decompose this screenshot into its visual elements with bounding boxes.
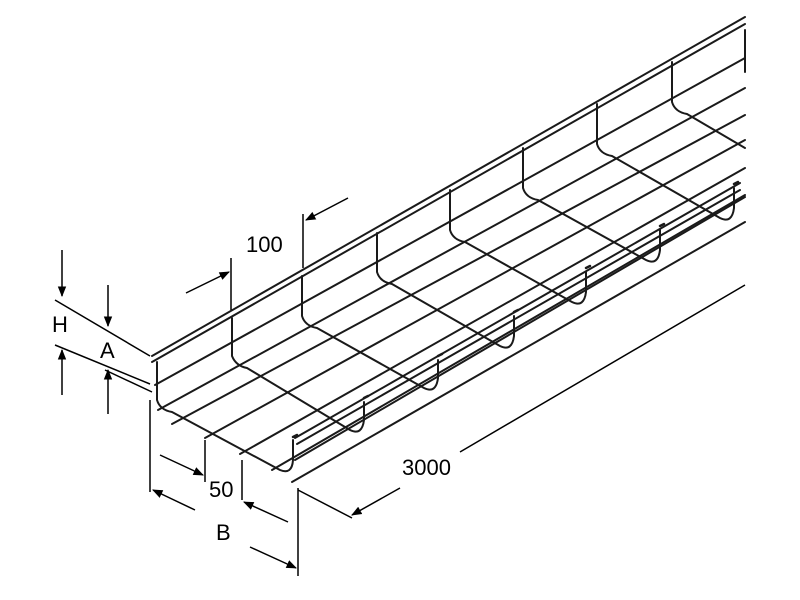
wire-end (436, 352, 444, 358)
top-rail-front-inner (296, 189, 741, 445)
cross-wire-1 (156, 361, 294, 473)
floor-wire-4 (271, 194, 746, 471)
extension-line-bottom (104, 369, 153, 393)
top-rail-back-inner (151, 23, 746, 363)
wire-end (512, 308, 520, 314)
label-100: 100 (246, 232, 283, 257)
longitudinal-wires (151, 16, 746, 483)
dimension-labels: H A 100 50 B 3000 (52, 232, 451, 545)
extension-line-top (54, 299, 151, 357)
label-B: B (216, 520, 231, 545)
cross-wire-8 (671, 61, 746, 149)
floor-wire-2 (204, 139, 746, 439)
dim-50-arrow-left (159, 454, 204, 476)
dim-3000-arrow (351, 487, 401, 516)
dim-3000-ext-front (297, 489, 353, 519)
cable-tray (151, 16, 746, 483)
cross-wire-6 (522, 147, 661, 263)
extension-line-mid (54, 344, 151, 385)
cross-wire-3 (301, 275, 439, 391)
cross-wire-5 (449, 189, 587, 305)
dim-B-arrow-right (249, 546, 297, 569)
label-A: A (100, 338, 115, 363)
wire-end (584, 264, 592, 270)
back-wall-low (157, 87, 746, 411)
label-50: 50 (209, 477, 233, 502)
floor-wire-1 (171, 114, 746, 425)
wire-ends (291, 180, 740, 439)
wire-end (291, 433, 299, 439)
dim-3000-line (459, 284, 746, 453)
cross-wire-7 (596, 103, 735, 221)
dim-B-arrow-left (152, 489, 196, 511)
dim-50-arrow-right (243, 501, 289, 523)
cross-wires (156, 29, 746, 473)
dimension-lines (54, 197, 746, 576)
floor-wire-3 (239, 167, 746, 455)
top-rail-back (151, 16, 746, 357)
cross-wire-4 (376, 232, 515, 349)
front-wall-mid (294, 196, 746, 461)
wire-end (658, 222, 666, 228)
cross-wire-2 (231, 317, 365, 433)
wire-end (732, 180, 740, 186)
wire-end (362, 394, 370, 400)
front-wall-low (291, 221, 746, 483)
dim-100-arrow-right (305, 197, 349, 221)
label-H: H (52, 312, 68, 337)
label-3000: 3000 (402, 455, 451, 480)
dim-100-arrow-left (185, 271, 230, 294)
